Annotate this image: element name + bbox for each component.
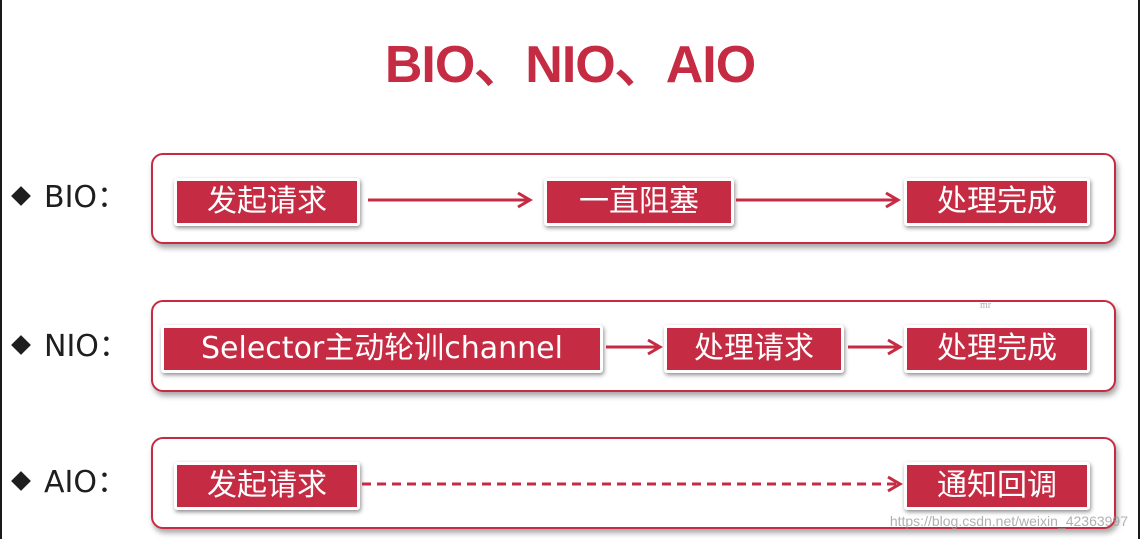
watermark: https://blog.csdn.net/weixin_42363997 xyxy=(889,513,1128,529)
row-label-bio: BIO： xyxy=(11,178,128,218)
arrow-bio-2 xyxy=(736,191,901,209)
row-label-aio: AIO： xyxy=(11,463,127,503)
row-label-aio-text: AIO： xyxy=(44,465,127,500)
diamond-bullet-icon xyxy=(11,185,31,206)
diamond-bullet-icon xyxy=(11,470,31,491)
arrow-aio-dashed xyxy=(362,475,903,493)
arrow-nio-1 xyxy=(606,338,663,356)
step-nio-handle: 处理请求 xyxy=(664,325,844,373)
step-nio-selector: Selector主动轮训channel xyxy=(161,325,603,373)
step-aio-callback: 通知回调 xyxy=(904,462,1090,510)
arrow-bio-1 xyxy=(368,191,533,209)
step-bio-done: 处理完成 xyxy=(904,178,1090,226)
arrow-nio-2 xyxy=(848,338,903,356)
row-label-nio-text: NIO： xyxy=(44,329,129,364)
step-nio-done: 处理完成 xyxy=(904,325,1090,373)
step-bio-blocking: 一直阻塞 xyxy=(544,178,734,226)
step-aio-request: 发起请求 xyxy=(174,462,360,510)
small-mark: mr xyxy=(980,300,992,311)
row-label-nio: NIO： xyxy=(11,327,129,367)
row-label-bio-text: BIO： xyxy=(44,180,128,215)
diamond-bullet-icon xyxy=(11,334,31,355)
slide-title: BIO、NIO、AIO xyxy=(384,36,756,94)
step-bio-request: 发起请求 xyxy=(174,178,360,226)
